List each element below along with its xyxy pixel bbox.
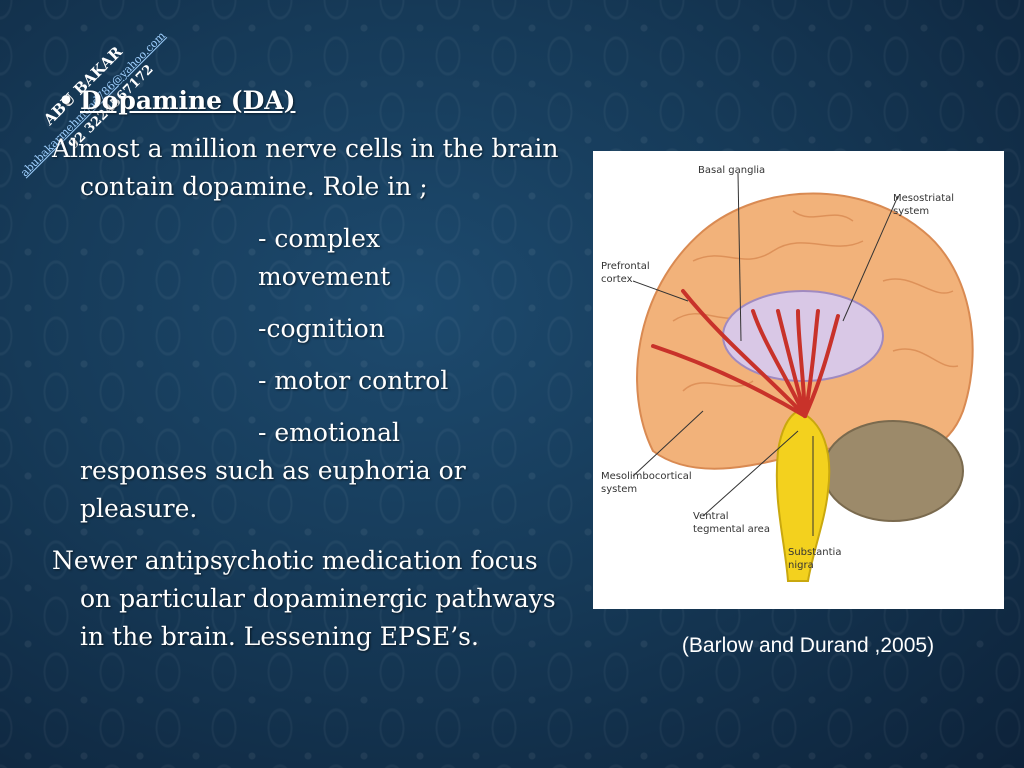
label-prefrontal: Prefrontal [601, 261, 650, 272]
figure-caption: (Barlow and Durand ,2005) [681, 634, 935, 657]
role-item: -cognition [258, 314, 385, 343]
role-item: - complex movement [258, 224, 391, 291]
brainstem-shape [775, 409, 831, 582]
closing-paragraph: Newer antipsychotic medication focus on … [52, 546, 556, 651]
roles-continuation: responses such as euphoria or pleasure. [80, 456, 466, 523]
slide-body: •Dopamine (DA) Almost a million nerve ce… [52, 82, 572, 656]
brain-diagram-svg: Basal ganglia Mesostriatal system Prefro… [601, 165, 974, 582]
label-basal-ganglia: Basal ganglia [698, 165, 765, 176]
role-item: - emotional [258, 418, 401, 447]
leader-lines [632, 172, 899, 536]
bullet-icon: • [58, 86, 74, 115]
label-mesolimbocortical: Mesolimbocortical [601, 471, 692, 482]
label-ventral-2: tegmental area [693, 524, 770, 535]
label-mesolimbocortical-2: system [601, 484, 637, 495]
label-substantia-2: nigra [788, 560, 814, 571]
gyri-lines [672, 210, 959, 392]
slide-title: •Dopamine (DA) [58, 82, 572, 120]
label-mesostriatal: Mesostriatal [893, 193, 954, 204]
label-mesostriatal-2: system [893, 206, 929, 217]
slide-title-text: Dopamine (DA) [79, 86, 296, 115]
label-substantia: Substantia [788, 547, 841, 558]
brain-diagram: Basal ganglia Mesostriatal system Prefro… [593, 151, 1004, 609]
label-prefrontal-2: cortex [601, 274, 633, 285]
label-ventral: Ventral [693, 511, 729, 522]
dopamine-pathways [651, 289, 840, 418]
role-item: - motor control [258, 366, 449, 395]
intro-paragraph: Almost a million nerve cells in the brai… [52, 134, 559, 201]
cerebellum-shape [822, 420, 964, 522]
